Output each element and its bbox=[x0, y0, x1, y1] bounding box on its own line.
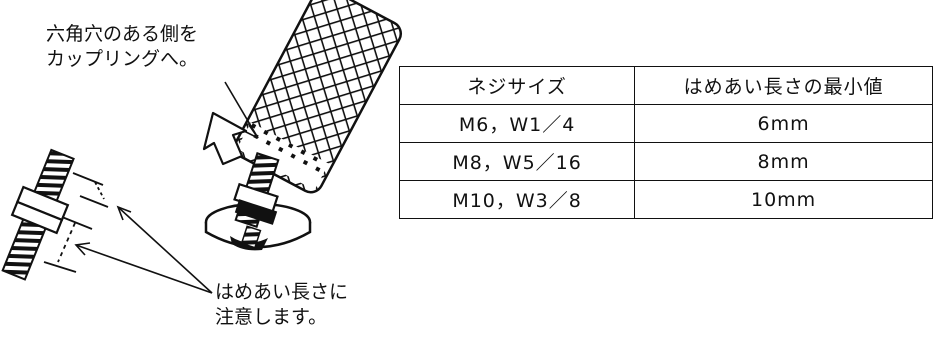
note-fitting-length: はめあい長さに 注意します。 bbox=[215, 281, 349, 328]
table-header-row: ネジサイズ はめあい長さの最小値 bbox=[398, 66, 933, 105]
bolt-assembly-center bbox=[204, 152, 312, 251]
pointer-arrow-top bbox=[224, 81, 259, 139]
bolt-left bbox=[1, 148, 75, 281]
cell-thread-size: M10，W3／8 bbox=[398, 180, 636, 219]
note-hex-side-to-coupling: 六角穴のある側を カップリングへ。 bbox=[46, 23, 199, 70]
cell-min-length: 6mm bbox=[634, 104, 933, 143]
fitting-length-table: ネジサイズ はめあい長さの最小値 M6，W1／4 6mm M8，W5／16 8m… bbox=[398, 66, 933, 219]
fitting-length-dimension bbox=[43, 172, 109, 273]
cell-thread-size: M8，W5／16 bbox=[398, 142, 636, 181]
table-row: M8，W5／16 8mm bbox=[398, 142, 933, 181]
table-row: M6，W1／4 6mm bbox=[398, 104, 933, 143]
header-thread-size: ネジサイズ bbox=[398, 66, 636, 105]
cell-thread-size: M6，W1／4 bbox=[398, 104, 636, 143]
cell-min-length: 10mm bbox=[634, 180, 933, 219]
cell-min-length: 8mm bbox=[634, 142, 933, 181]
header-min-fitting-length: はめあい長さの最小値 bbox=[634, 66, 933, 105]
table-row: M10，W3／8 10mm bbox=[398, 180, 933, 219]
pointer-arrows-bottom bbox=[74, 205, 213, 294]
